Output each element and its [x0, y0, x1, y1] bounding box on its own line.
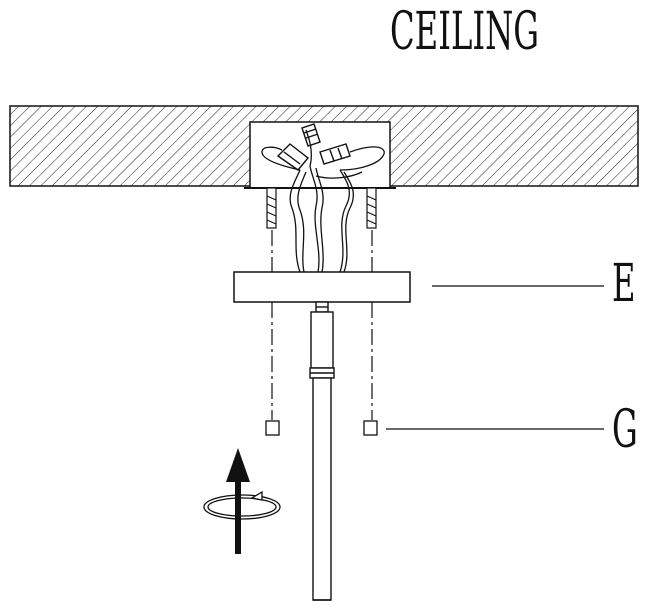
ceiling-label: CEILING [390, 2, 540, 62]
mounting-screw-left [266, 187, 277, 229]
wires [261, 129, 385, 273]
wire-connectors [276, 123, 351, 171]
canopy-plate [233, 271, 411, 303]
cap-nut-right [363, 420, 378, 436]
up-arrow-icon [226, 448, 250, 554]
mounting-screw-right [366, 187, 377, 229]
alignment-guides [271, 230, 373, 420]
rotate-icon [203, 490, 281, 520]
junction-box [244, 121, 396, 189]
part-label-g: G [612, 400, 638, 460]
suspension-rod [309, 301, 335, 601]
part-label-e: E [612, 254, 636, 314]
cap-nut-left [265, 420, 280, 436]
